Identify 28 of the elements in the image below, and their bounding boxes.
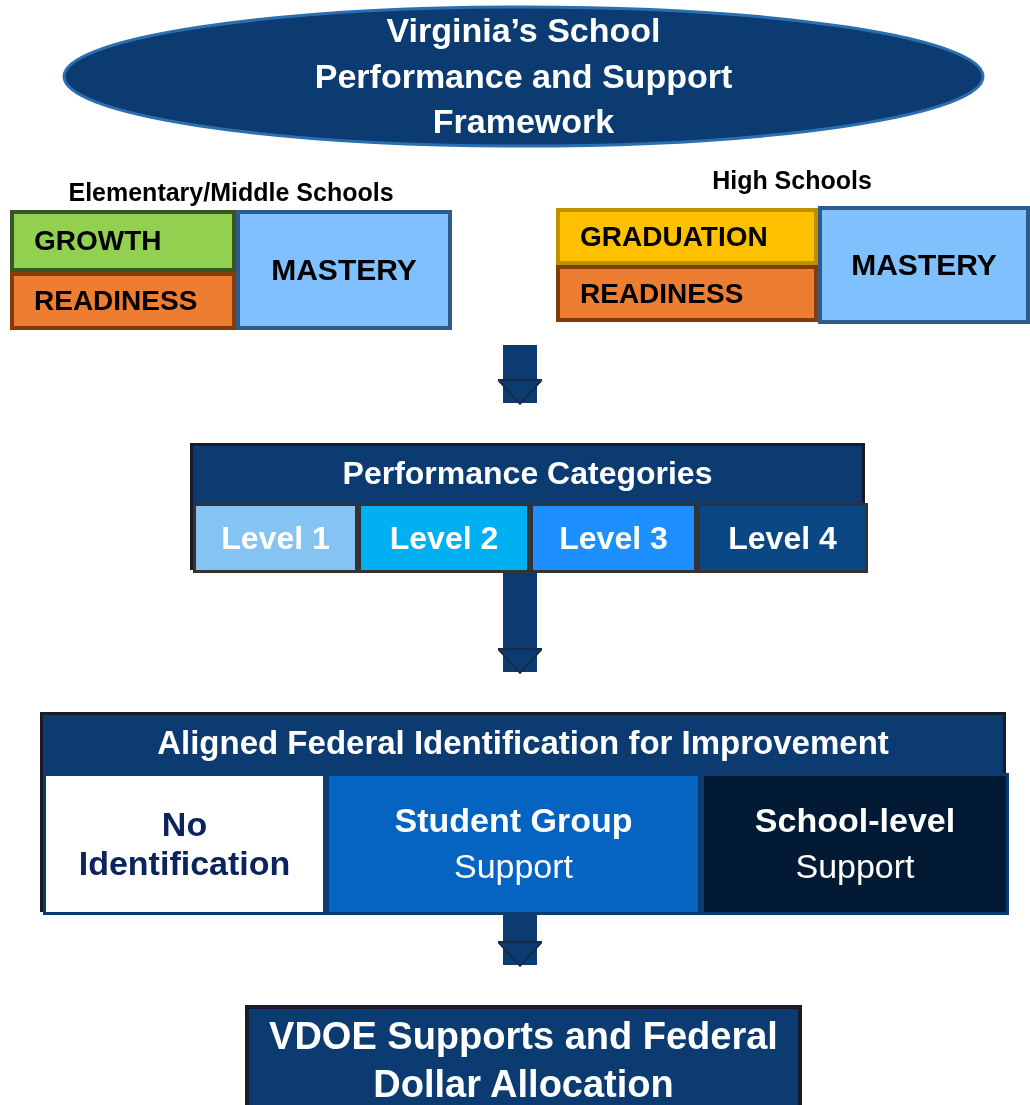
panel-heading: Performance Categories xyxy=(341,454,714,493)
measure-box: READINESS xyxy=(556,265,818,322)
level-box: Level 3 xyxy=(530,503,697,573)
panel-heading: Aligned Federal Identification for Improvement xyxy=(156,723,890,763)
level-box: Level 2 xyxy=(358,503,530,573)
identification-box: No Identification xyxy=(43,773,326,915)
level-box: Level 4 xyxy=(697,503,868,573)
group-heading: Elementary/Middle Schools xyxy=(67,177,395,208)
title-text: Virginia’s School Performance and Support Framework xyxy=(313,9,734,143)
block-arrow xyxy=(497,345,543,405)
group-heading: High Schools xyxy=(711,165,873,196)
box-text: Support xyxy=(795,846,915,887)
identification-box xyxy=(701,773,1009,915)
identification-box xyxy=(326,773,701,915)
block-arrow xyxy=(497,570,543,674)
category-panel xyxy=(190,443,865,570)
level-box: Level 1 xyxy=(193,503,358,573)
box-heading: Student Group xyxy=(394,800,633,842)
box-text: Support xyxy=(453,846,574,887)
measure-box: MASTERY xyxy=(818,206,1030,324)
identification-panel xyxy=(40,712,1006,912)
title-oval xyxy=(62,5,985,148)
box-heading: School-level xyxy=(754,800,956,842)
measure-box: MASTERY xyxy=(236,210,452,330)
measure-box: READINESS xyxy=(10,272,236,330)
measure-box: GROWTH xyxy=(10,210,236,272)
outcome-box: VDOE Supports and Federal Dollar Allocation xyxy=(245,1005,802,1105)
measure-box: GRADUATION xyxy=(556,208,818,265)
